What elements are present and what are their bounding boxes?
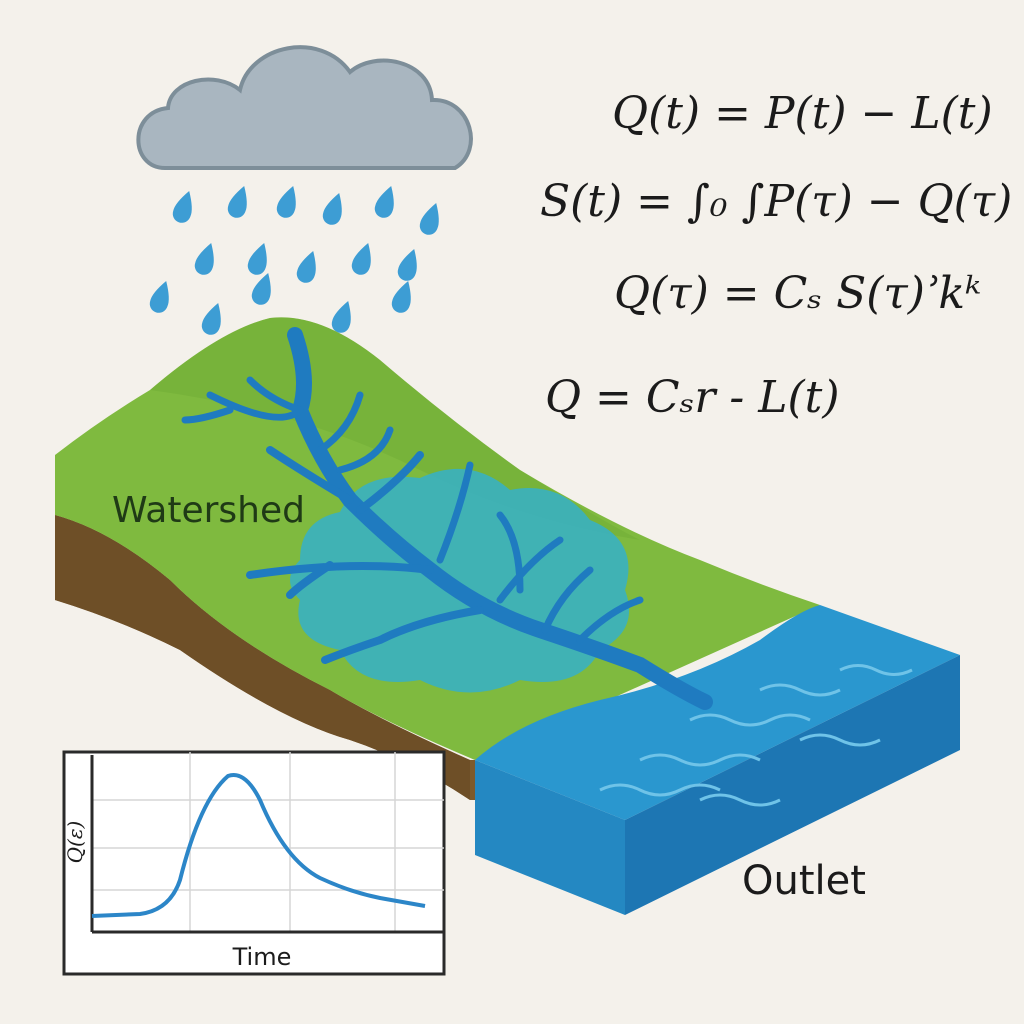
hydrograph-curve — [91, 773, 426, 918]
raindrop-icon — [251, 272, 271, 305]
raindrop-icon — [149, 280, 169, 313]
rain-cloud-icon — [136, 45, 473, 170]
watershed-label: Watershed — [112, 490, 305, 531]
raindrop-icon — [276, 185, 296, 218]
raindrop-icon — [391, 280, 411, 313]
hydrograph-x-label: Time — [232, 943, 292, 971]
hydrograph-frame — [62, 750, 446, 976]
equation-runoff: Q = Cₛr - L(t) — [545, 372, 840, 423]
raindrop-icon — [296, 250, 316, 283]
equation-storage-discharge: Q(τ) = Cₛ S(τ)ʾkᵏ — [614, 268, 982, 319]
equation-storage: S(t) = ∫₀ ∫P(τ) − Q(τ) — [540, 176, 1013, 227]
outlet-water-surface — [475, 605, 960, 820]
raindrop-icon — [227, 185, 247, 218]
outlet-label: Outlet — [742, 858, 866, 904]
raindrop-icon — [194, 242, 214, 275]
raindrop-icon — [322, 192, 342, 225]
water-side-face — [475, 760, 625, 915]
raindrop-icon — [397, 248, 417, 281]
hydrograph-inset: Time Q(ε) — [62, 750, 446, 976]
raindrop-icon — [201, 302, 221, 335]
equation-discharge: Q(t) = P(t) − L(t) — [612, 88, 993, 139]
raindrop-icon — [351, 242, 371, 275]
raindrops — [149, 185, 439, 335]
raindrop-icon — [172, 190, 192, 223]
raindrop-icon — [247, 242, 267, 275]
raindrop-icon — [331, 300, 351, 333]
water-front-face — [625, 655, 960, 915]
river-network — [181, 327, 713, 710]
raindrop-icon — [419, 202, 439, 235]
water-waves — [599, 664, 913, 807]
hydrograph-y-label: Q(ε) — [63, 821, 87, 864]
raindrop-icon — [374, 185, 394, 218]
terrain-block — [55, 317, 960, 915]
